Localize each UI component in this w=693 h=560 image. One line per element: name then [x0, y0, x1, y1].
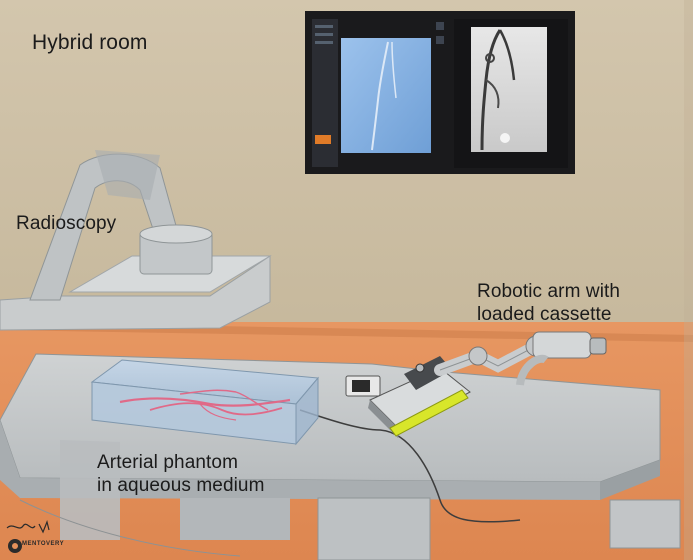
- phantom-box-icon: [90, 359, 320, 446]
- label-hybrid-room: Hybrid room: [32, 30, 147, 56]
- catheter-line: [299, 409, 521, 523]
- c-arm-icon: [0, 150, 272, 331]
- cassette-icon: [368, 356, 471, 438]
- monitor-icon: [305, 11, 575, 174]
- label-robotic-arm-line-2: loaded cassette: [477, 304, 612, 326]
- label-radioscopy-text: Radioscopy: [16, 213, 117, 234]
- label-arterial-phantom-line-2: in aqueous medium: [97, 475, 265, 497]
- robotic-arm-icon: [434, 331, 607, 386]
- label-radioscopy: Radioscopy: [16, 212, 116, 235]
- label-arterial-phantom: Arterial phantom in aqueous medium: [97, 451, 265, 497]
- bedside-display: [345, 375, 381, 397]
- label-arterial-phantom-line-1: Arterial phantom: [97, 452, 239, 473]
- label-robotic-arm: Robotic arm with loaded cassette: [477, 280, 620, 326]
- label-hybrid-room-text: Hybrid room: [32, 31, 148, 54]
- signature-text: MENTOVERY: [22, 541, 65, 547]
- signature-logo-icon: [6, 520, 50, 553]
- label-robotic-arm-line-1: Robotic arm with: [477, 281, 621, 302]
